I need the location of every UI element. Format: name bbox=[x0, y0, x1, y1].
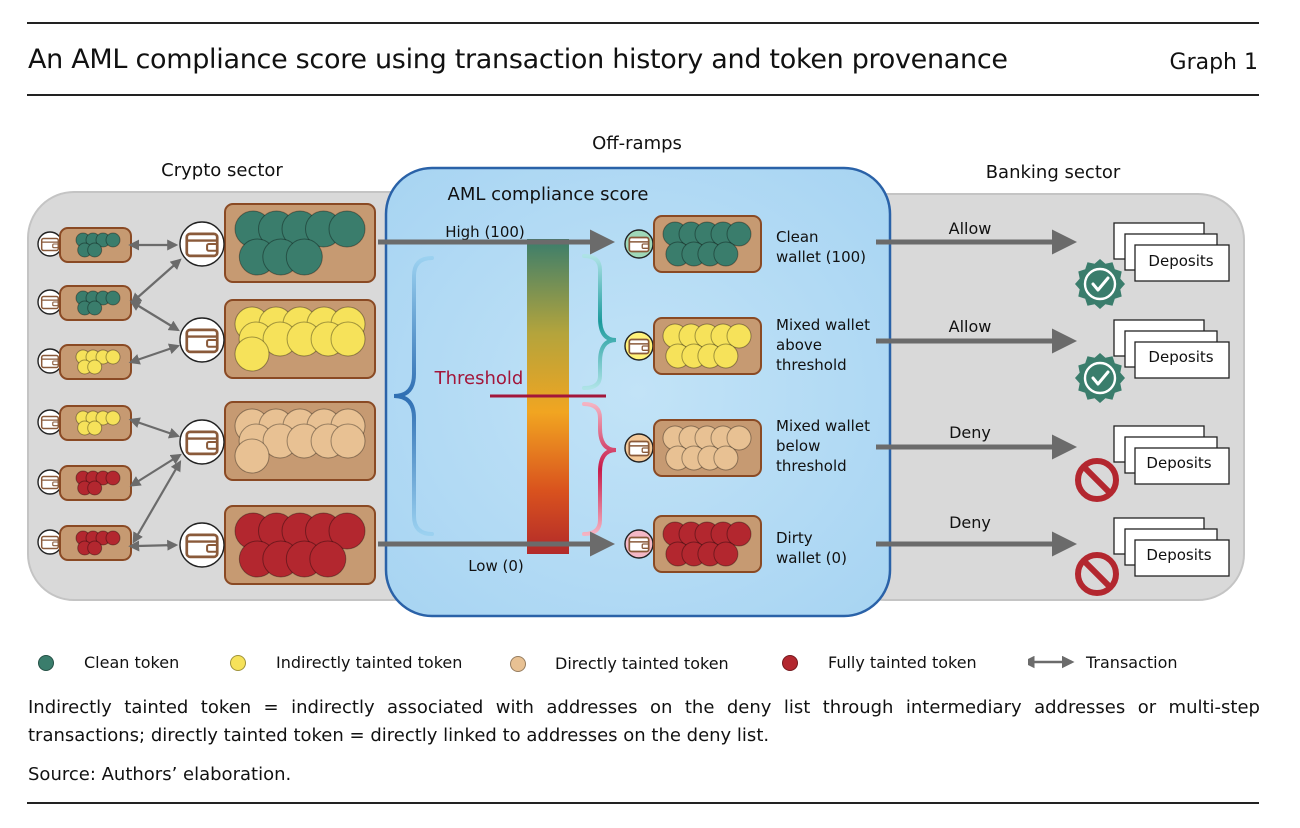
legend-full-dot bbox=[782, 655, 798, 671]
offramp-coin-pile bbox=[662, 323, 752, 369]
small-wallet-icon bbox=[37, 409, 63, 435]
deposits-label-4: Deposits bbox=[1146, 546, 1211, 564]
offramp-coin-pile bbox=[662, 221, 752, 267]
small-coin-pile bbox=[75, 232, 121, 258]
large-coin-pile bbox=[234, 306, 366, 372]
legend-clean-label: Clean token bbox=[84, 653, 180, 672]
offramp-coin-pile bbox=[662, 425, 752, 471]
small-coin-pile bbox=[75, 290, 121, 316]
deposit-stack bbox=[1113, 517, 1230, 577]
top-rule bbox=[27, 22, 1259, 24]
transaction-arrow bbox=[128, 539, 179, 552]
wallet-label-clean: Clean wallet (100) bbox=[776, 228, 866, 266]
transaction-arrow bbox=[132, 460, 182, 544]
wallet-label-dirty: Dirty wallet (0) bbox=[776, 529, 847, 567]
transaction-arrow bbox=[129, 300, 180, 332]
prohibited-icon bbox=[1075, 458, 1119, 502]
small-wallet-icon bbox=[37, 529, 63, 555]
bottom-rule bbox=[27, 802, 1259, 804]
transaction-arrow bbox=[128, 343, 181, 365]
large-coin-pile bbox=[234, 210, 366, 276]
offramp-wallet-icon bbox=[624, 529, 654, 559]
small-coin-pile bbox=[75, 349, 121, 375]
hub-wallet-icon bbox=[179, 221, 225, 267]
legend-direct-label: Directly tainted token bbox=[555, 654, 729, 673]
above-threshold-brace bbox=[582, 254, 617, 390]
threshold-label: Threshold bbox=[434, 368, 524, 389]
small-coin-pile bbox=[75, 410, 121, 436]
large-coin-pile bbox=[234, 408, 366, 474]
deposits-label-2: Deposits bbox=[1148, 348, 1213, 366]
banking-sector-label: Banking sector bbox=[986, 162, 1121, 183]
decision-label-3: Deny bbox=[949, 423, 991, 442]
deposit-stack bbox=[1113, 425, 1230, 485]
small-wallet-icon bbox=[37, 289, 63, 315]
hub-wallet-icon bbox=[179, 419, 225, 465]
small-wallet-icon bbox=[37, 348, 63, 374]
small-wallet-icon bbox=[37, 469, 63, 495]
aml-panel bbox=[384, 166, 892, 618]
deposit-stack bbox=[1113, 222, 1230, 282]
deposit-stack bbox=[1113, 319, 1230, 379]
legend-full-label: Fully tainted token bbox=[828, 653, 977, 672]
offramp-wallet-icon bbox=[624, 331, 654, 361]
below-threshold-brace bbox=[582, 402, 617, 536]
page-title: An AML compliance score using transactio… bbox=[28, 44, 1008, 75]
aml-score-label: AML compliance score bbox=[448, 184, 649, 205]
transaction-arrow bbox=[130, 258, 182, 304]
small-coin-pile bbox=[75, 470, 121, 496]
aml-diagram: Crypto sector Off-ramps Banking sector A… bbox=[27, 133, 1245, 618]
small-coin-pile bbox=[75, 530, 121, 556]
check-badge-icon bbox=[1075, 259, 1125, 309]
deposits-label-3: Deposits bbox=[1146, 454, 1211, 472]
transaction-arrow bbox=[128, 417, 181, 439]
graph-number: Graph 1 bbox=[1169, 50, 1258, 75]
score-range-brace bbox=[393, 256, 434, 536]
decision-label-2: Allow bbox=[949, 317, 992, 336]
hub-wallet-icon bbox=[179, 317, 225, 363]
crypto-sector-label: Crypto sector bbox=[161, 160, 283, 181]
score-low-label: Low (0) bbox=[468, 557, 524, 575]
source-note: Source: Authors’ elaboration. bbox=[28, 764, 292, 785]
legend-clean-dot bbox=[38, 655, 54, 671]
legend-indirect-dot bbox=[230, 655, 246, 671]
decision-label-1: Allow bbox=[949, 219, 992, 238]
offramp-wallet-icon bbox=[624, 229, 654, 259]
score-high-label: High (100) bbox=[445, 223, 525, 241]
offramps-label: Off-ramps bbox=[592, 133, 682, 154]
check-badge-icon bbox=[1075, 353, 1125, 403]
wallet-label-mixed-below: Mixed wallet below threshold bbox=[776, 417, 875, 475]
large-coin-pile bbox=[234, 512, 366, 578]
legend-direct-dot bbox=[510, 656, 526, 672]
legend-indirect-label: Indirectly tainted token bbox=[276, 653, 463, 672]
hub-wallet-icon bbox=[179, 522, 225, 568]
offramp-wallet-icon bbox=[624, 433, 654, 463]
title-rule bbox=[27, 94, 1259, 96]
offramp-coin-pile bbox=[662, 521, 752, 567]
legend-transaction-label: Transaction bbox=[1086, 653, 1178, 672]
deposits-label-1: Deposits bbox=[1148, 252, 1213, 270]
legend-transaction-arrow bbox=[1028, 655, 1075, 669]
decision-label-4: Deny bbox=[949, 513, 991, 532]
small-wallet-icon bbox=[37, 231, 63, 257]
wallet-label-mixed-above: Mixed wallet above threshold bbox=[776, 316, 875, 374]
footnote: Indirectly tainted token = indirectly as… bbox=[28, 697, 1260, 746]
prohibited-icon bbox=[1075, 552, 1119, 596]
